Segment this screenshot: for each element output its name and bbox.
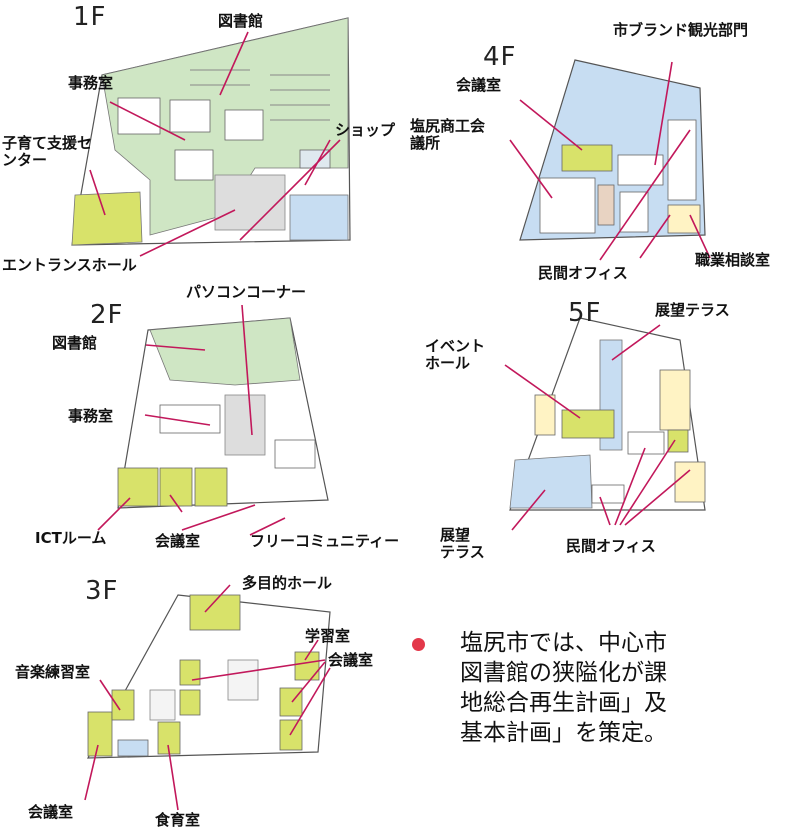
label-1f-childcare: 子育て支援セ ンター	[2, 134, 93, 170]
floor-5f-title: 5F	[568, 298, 602, 328]
label-2f-ict-room: ICTルーム	[35, 529, 107, 547]
bullet-line: 塩尻市では、中心市	[460, 630, 667, 656]
floor-5f-plan	[509, 317, 706, 511]
bullet-dot-icon	[412, 638, 425, 651]
floor-1f-title: 1F	[73, 2, 107, 32]
label-4f-brand: 市ブランド観光部門	[613, 21, 749, 39]
floor-3f-title: 3F	[85, 576, 119, 606]
label-4f-meeting: 会議室	[456, 76, 502, 94]
bullet-paragraph: 塩尻市では、中心市 図書館の狭隘化が課 地総合再生計画」及 基本計画」を策定。	[412, 628, 793, 748]
label-2f-pc-corner: パソコンコーナー	[186, 283, 307, 301]
floor-3f-plan	[86, 594, 331, 759]
label-3f-music-room: 音楽練習室	[15, 663, 91, 681]
label-5f-event-hall: イベント ホール	[425, 337, 486, 373]
bullet-line: 図書館の狭隘化が課	[460, 660, 667, 686]
floor-2f-title: 2F	[90, 300, 124, 330]
floor-4f-plan	[519, 59, 706, 241]
label-5f-terrace-bottom: 展望 テラス	[440, 526, 485, 562]
label-5f-terrace-top: 展望テラス	[655, 301, 730, 319]
label-4f-private-office: 民間オフィス	[538, 264, 628, 282]
label-3f-study-room: 学習室	[305, 627, 351, 645]
bullet-line: 地総合再生計画」及	[460, 690, 667, 716]
label-1f-library: 図書館	[218, 12, 264, 30]
label-3f-meeting-right: 会議室	[328, 651, 374, 669]
bullet-text: 塩尻市では、中心市 図書館の狭隘化が課 地総合再生計画」及 基本計画」を策定。	[460, 628, 793, 748]
label-2f-free-community: フリーコミュニティー	[250, 532, 400, 550]
leader-lines	[84, 31, 711, 811]
label-4f-job-consult: 職業相談室	[695, 251, 771, 269]
label-3f-food-room: 食育室	[155, 811, 201, 829]
floor-1f-plan	[71, 17, 351, 246]
label-2f-library: 図書館	[52, 334, 98, 352]
label-1f-entrance: エントランスホール	[2, 256, 137, 274]
label-4f-chamber: 塩尻商工会 議所	[410, 117, 486, 153]
label-3f-multipurpose-hall: 多目的ホール	[242, 574, 333, 592]
floor-4f-title: 4F	[483, 42, 517, 72]
bullet-line: 基本計画」を策定。	[460, 720, 667, 746]
label-5f-private-office: 民間オフィス	[566, 537, 656, 555]
label-1f-shop: ショップ	[335, 121, 396, 139]
label-1f-office: 事務室	[68, 74, 114, 92]
label-2f-meeting: 会議室	[155, 532, 201, 550]
label-3f-meeting-bottom: 会議室	[28, 803, 74, 821]
floor-2f-plan	[117, 317, 329, 509]
label-2f-office: 事務室	[68, 407, 114, 425]
